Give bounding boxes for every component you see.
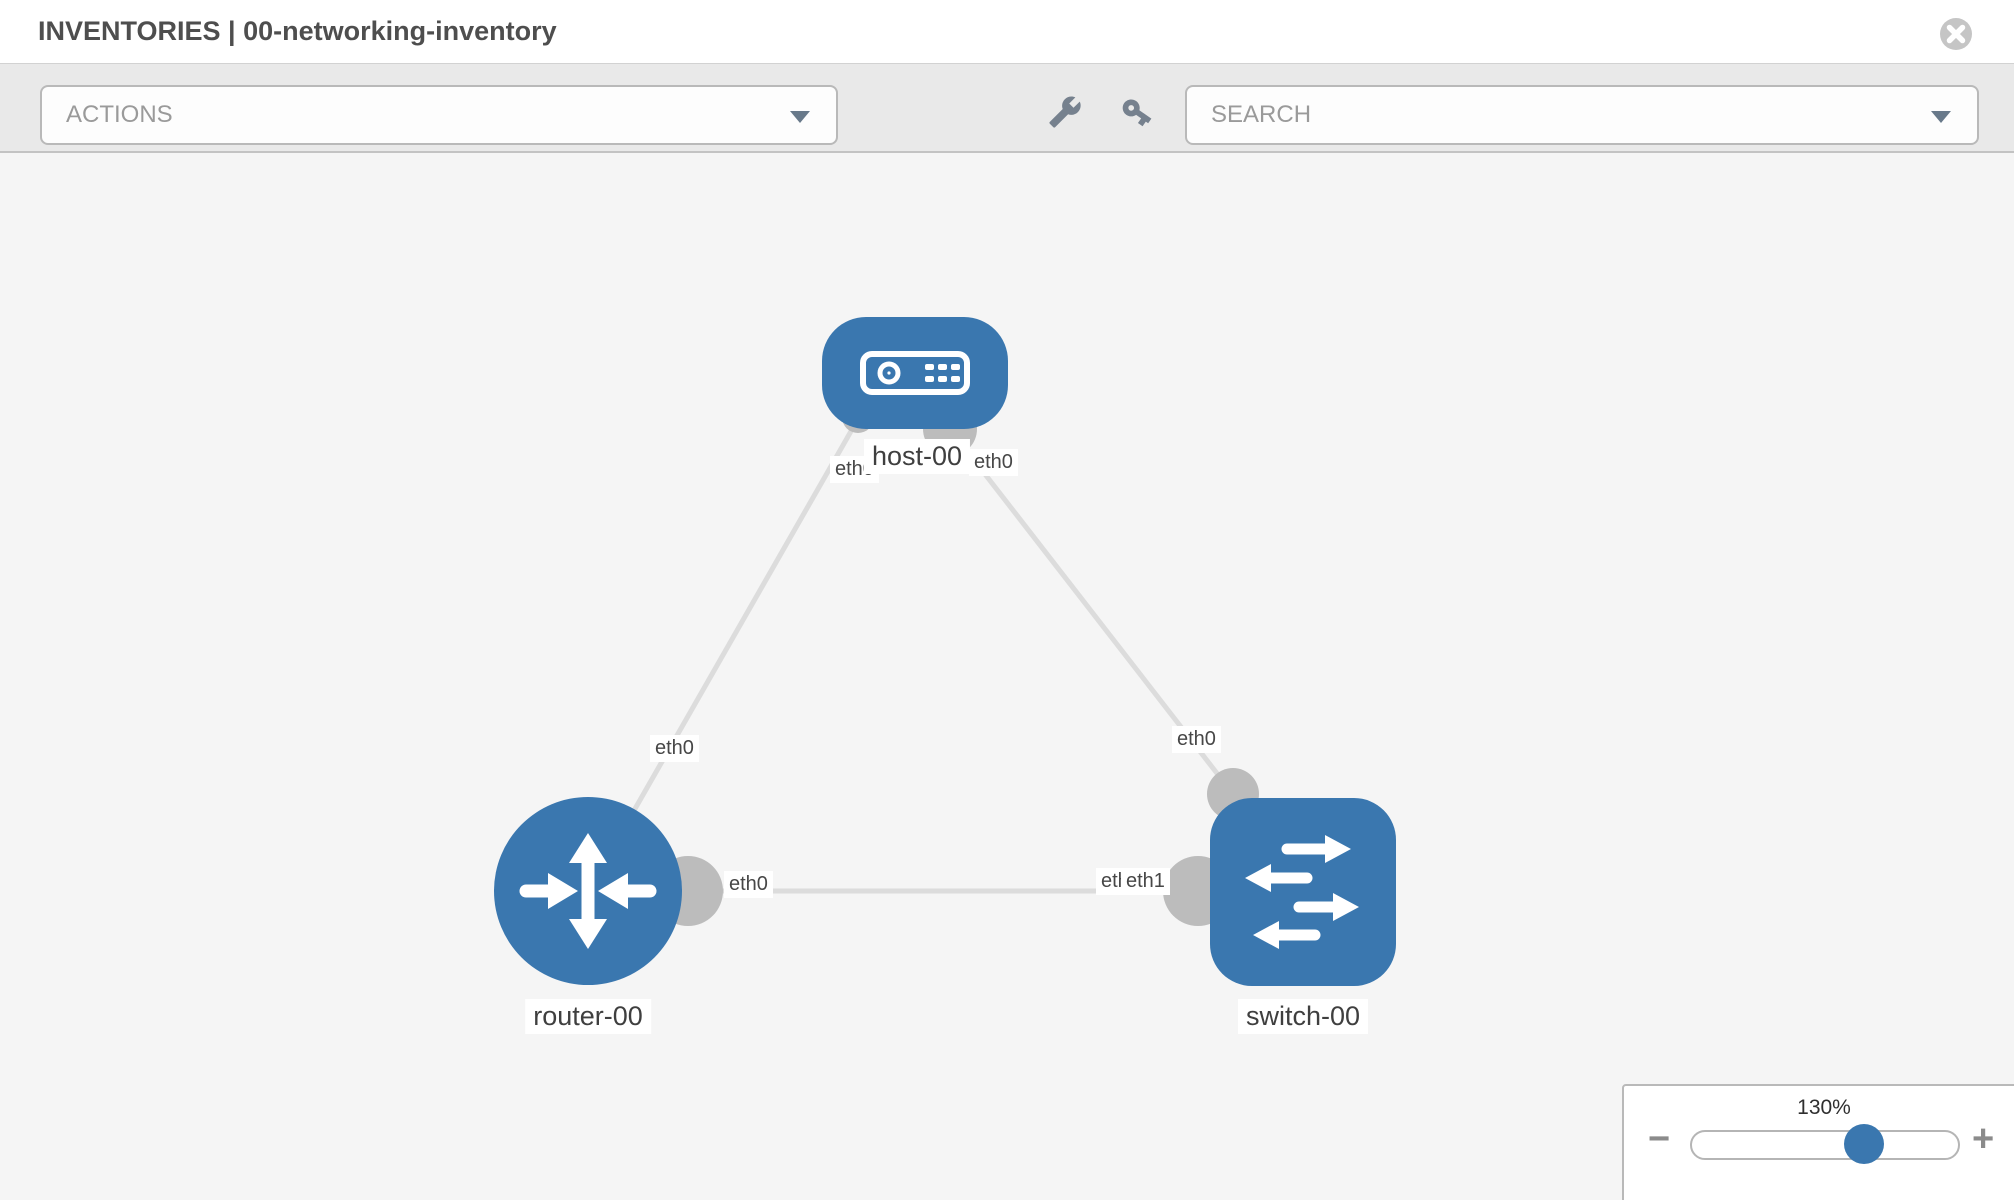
toolbar: ACTIONS SEARCH (0, 63, 2014, 153)
node-switch-00[interactable] (1210, 798, 1396, 986)
configure-button[interactable] (1046, 94, 1084, 132)
close-button[interactable] (1938, 16, 1974, 52)
actions-dropdown[interactable]: ACTIONS (40, 85, 838, 145)
close-icon (1940, 18, 1972, 50)
wrench-icon (1049, 96, 1081, 128)
zoom-level: 130% (1797, 1096, 1851, 1119)
page-title: INVENTORIES | 00-networking-inventory (38, 16, 557, 46)
switch-icon (1245, 835, 1359, 949)
interface-endpoints (653, 401, 1259, 926)
interface-label[interactable]: eth1 (1121, 868, 1170, 895)
interface-label[interactable]: eth0 (969, 449, 1018, 476)
zoom-slider-thumb[interactable] (1844, 1124, 1884, 1164)
node-router-00[interactable] (494, 797, 682, 985)
topology-graph (494, 317, 1396, 986)
host-icon (860, 351, 970, 395)
credentials-button[interactable] (1118, 94, 1156, 132)
actions-dropdown-label: ACTIONS (66, 101, 173, 128)
node-label-router: router-00 (525, 999, 651, 1034)
topology-canvas[interactable]: eth0 eth0 eth0 eth0 eth0 eth0 eth1 host-… (0, 153, 2014, 1200)
chevron-down-icon (790, 111, 810, 123)
page-header: INVENTORIES | 00-networking-inventory (0, 0, 2014, 63)
chevron-down-icon (1931, 111, 1951, 123)
node-host-00[interactable] (822, 317, 1008, 429)
zoom-panel: 130% − + (1622, 1084, 2014, 1200)
key-icon (1122, 98, 1152, 126)
node-label-switch: switch-00 (1237, 999, 1369, 1034)
search-dropdown[interactable]: SEARCH (1185, 85, 1979, 145)
router-icon (519, 833, 657, 949)
tool-buttons (1046, 94, 1156, 132)
interface-label[interactable]: eth0 (1172, 726, 1221, 753)
search-dropdown-label: SEARCH (1211, 101, 1312, 128)
zoom-slider-track[interactable] (1690, 1124, 1960, 1164)
topology-links (585, 416, 1236, 894)
zoom-out-button[interactable]: − (1648, 1118, 1671, 1160)
interface-label[interactable]: eth0 (650, 735, 699, 762)
interface-label[interactable]: eth0 (724, 871, 773, 898)
node-label-host: host-00 (863, 439, 971, 474)
zoom-in-button[interactable]: + (1972, 1118, 1995, 1160)
